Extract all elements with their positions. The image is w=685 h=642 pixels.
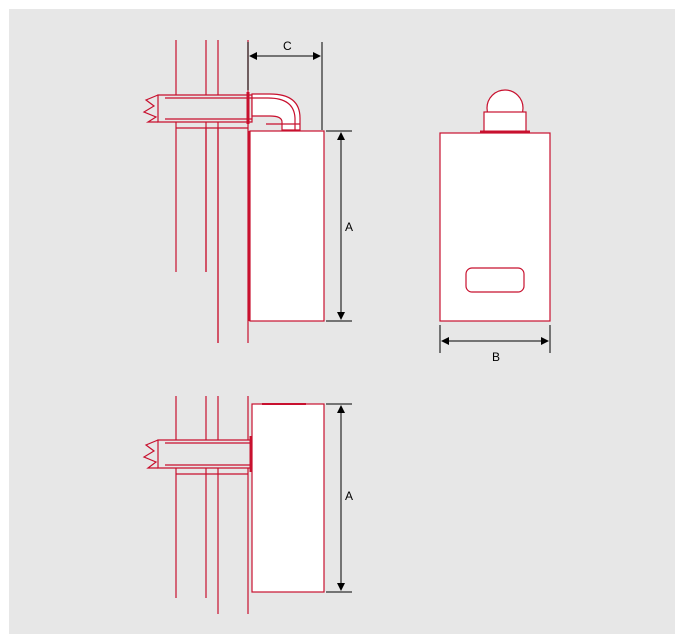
label-a-bottom: A <box>345 489 353 503</box>
label-b: B <box>492 350 500 364</box>
label-a-top: A <box>345 220 353 234</box>
dimension-a-bottom: A <box>326 403 353 593</box>
boiler-side-top <box>247 130 325 322</box>
dimension-b: B <box>439 325 551 364</box>
label-c: C <box>283 39 292 53</box>
boiler-front-view <box>439 89 551 322</box>
flue-pipe-bottom <box>142 436 253 472</box>
boiler-side-bottom <box>251 403 325 593</box>
dimension-c: C <box>247 39 323 130</box>
wall-section-top <box>175 40 249 343</box>
wall-section-bottom <box>175 396 249 614</box>
flue-pipe-top <box>142 92 301 131</box>
dimension-a-top: A <box>326 130 353 322</box>
